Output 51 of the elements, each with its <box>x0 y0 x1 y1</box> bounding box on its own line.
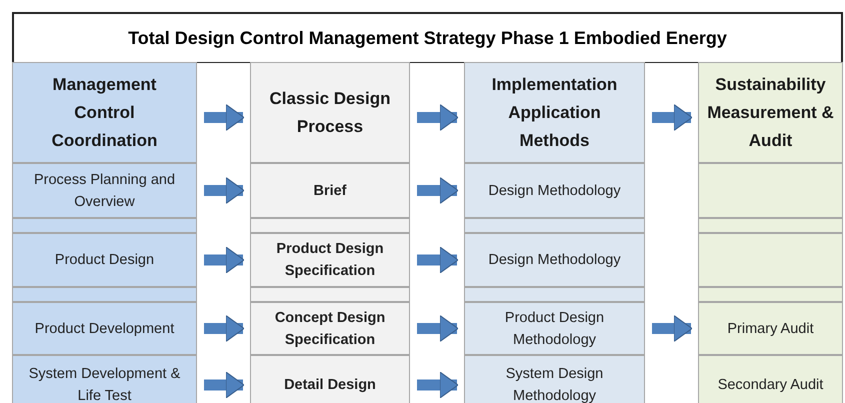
cell-text: Brief <box>312 182 348 200</box>
block-arrow <box>417 315 458 342</box>
column-header <box>12 62 197 163</box>
column-header <box>698 62 843 163</box>
cell-text: Design Methodology <box>487 251 622 270</box>
header-text: Management Control Coordination <box>50 74 158 152</box>
table-cell <box>12 163 197 218</box>
column-header <box>250 62 410 163</box>
cell-text: Process Planning and Overview <box>32 170 176 212</box>
column-header <box>464 62 645 163</box>
table-cell <box>250 302 410 355</box>
table-cell <box>12 302 197 355</box>
table-cell <box>464 355 645 403</box>
cell-text: Product Design <box>54 251 156 270</box>
block-arrow <box>652 315 692 342</box>
block-arrow <box>417 372 458 398</box>
block-arrow <box>204 315 244 342</box>
table-cell <box>250 163 410 218</box>
block-arrow <box>417 104 458 131</box>
cell-text: Concept Design Specification <box>274 308 386 350</box>
table-cell <box>464 302 645 355</box>
block-arrow <box>204 104 244 131</box>
block-arrow <box>417 177 458 204</box>
cell-text: Secondary Audit <box>716 376 824 395</box>
empty-cell <box>698 233 843 287</box>
header-text: Classic Design Process <box>268 88 392 138</box>
block-arrow <box>204 246 244 274</box>
table-cell <box>698 355 843 403</box>
block-arrow <box>204 177 244 204</box>
cell-text: Product Design Methodology <box>504 308 606 350</box>
table-cell <box>464 233 645 287</box>
cell-text: Primary Audit <box>726 320 815 338</box>
table-cell <box>12 233 197 287</box>
table-cell <box>250 233 410 287</box>
table-cell <box>250 355 410 403</box>
title: Total Design Control Management Strategy Phase 1 Embodied Energy <box>128 28 727 48</box>
cell-text: Product Design Specification <box>275 240 385 281</box>
cell-text: Design Methodology <box>487 182 622 200</box>
cell-text: Detail Design <box>283 376 377 395</box>
cell-text: Product Development <box>34 320 176 338</box>
cell-text: System Development & Life Test <box>28 365 182 403</box>
cell-text: System Design Methodology <box>504 365 604 403</box>
header-text: Sustainability Measurement & Audit <box>706 74 835 152</box>
block-arrow <box>652 104 692 131</box>
block-arrow <box>204 372 244 398</box>
table-cell <box>12 355 197 403</box>
header-text: Implementation Application Methods <box>490 74 618 152</box>
table-cell <box>698 302 843 355</box>
empty-cell <box>698 163 843 218</box>
table-cell <box>464 163 645 218</box>
block-arrow <box>417 246 458 274</box>
